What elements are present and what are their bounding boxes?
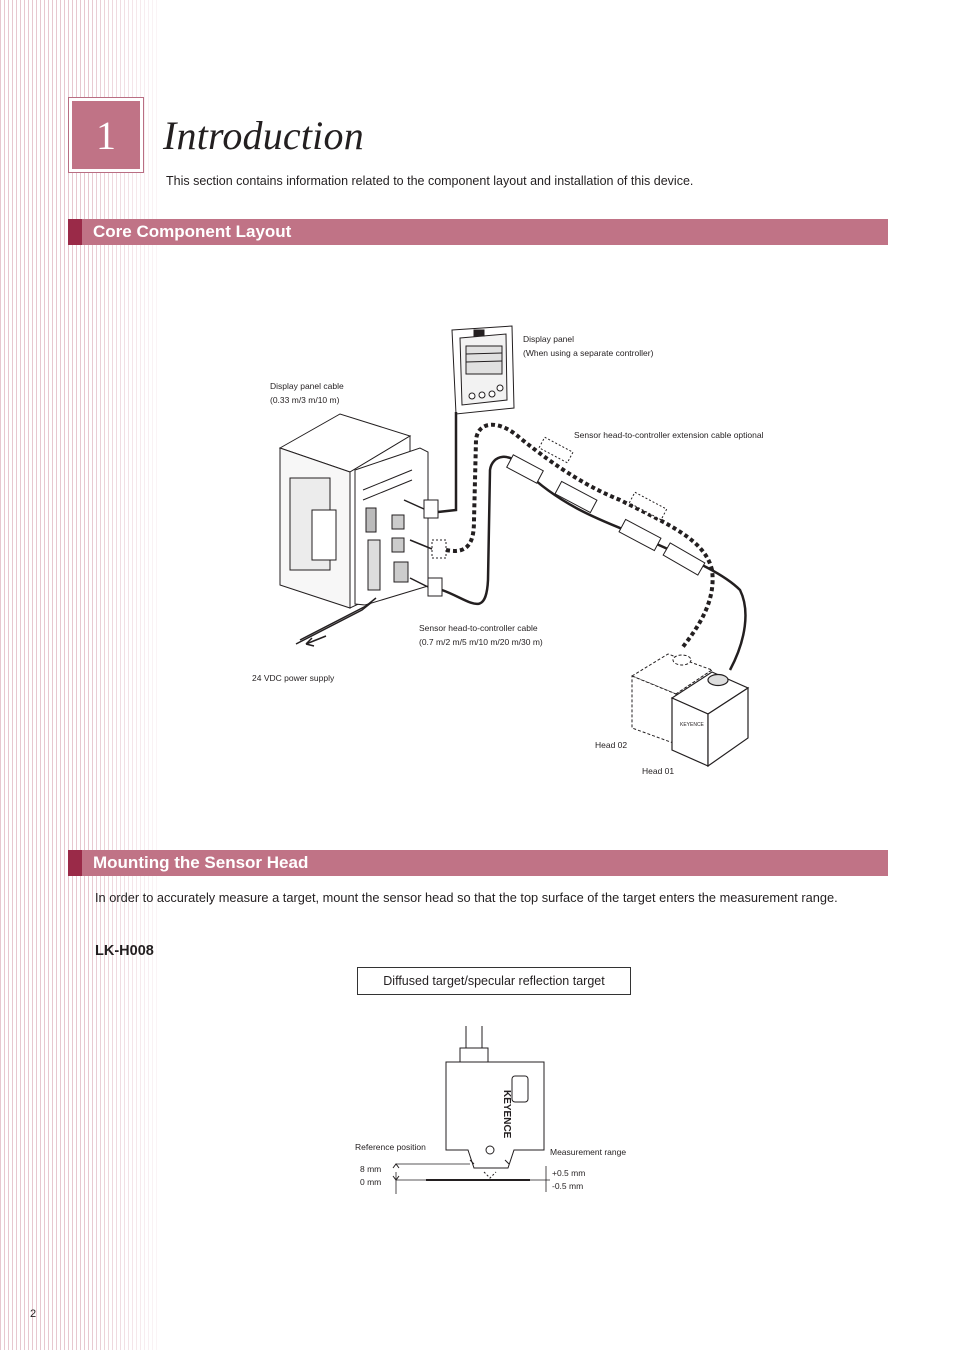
intro-text: This section contains information relate… [166, 174, 694, 188]
section-header-mounting-sensor-head: Mounting the Sensor Head [68, 850, 888, 876]
label-range-minus: -0.5 mm [552, 1181, 583, 1191]
label-head-cable: Sensor head-to-controller cable [419, 623, 538, 633]
label-range-plus: +0.5 mm [552, 1168, 585, 1178]
chapter-title: Introduction [163, 113, 364, 158]
sensor-head-to-controller-cable [441, 455, 747, 671]
label-extension-cable: Sensor head-to-controller extension cabl… [574, 430, 764, 440]
label-reference-position: Reference position [355, 1142, 426, 1152]
display-panel-illustration [451, 325, 515, 415]
label-head-cable-lengths: (0.7 m/2 m/5 m/10 m/20 m/30 m) [419, 637, 543, 647]
mounting-text: In order to accurately measure a target,… [95, 890, 838, 905]
chapter-number: 1 [72, 101, 140, 169]
target-type-box: Diffused target/specular reflection targ… [357, 967, 631, 995]
power-arrow [305, 635, 327, 647]
page-number: 2 [30, 1308, 37, 1320]
model-name: LK-H008 [95, 943, 154, 959]
label-display-panel-note: (When using a separate controller) [523, 348, 654, 358]
chapter-number-box: 1 [68, 97, 144, 173]
label-display-panel: Display panel [523, 334, 574, 344]
svg-text:KEYENCE: KEYENCE [680, 722, 705, 728]
inline-connectors [506, 436, 706, 576]
brand-logo-text: KEYENCE [501, 1090, 512, 1139]
cable-connectors [403, 499, 447, 597]
extension-cable-optional [445, 422, 715, 650]
label-head-01: Head 01 [642, 766, 674, 776]
controller-illustration [278, 413, 429, 609]
label-0mm: 0 mm [360, 1177, 381, 1187]
label-8mm: 8 mm [360, 1164, 381, 1174]
label-head-02: Head 02 [595, 740, 627, 750]
label-display-panel-cable-lengths: (0.33 m/3 m/10 m) [270, 395, 340, 405]
section-header-core-component-layout: Core Component Layout [68, 219, 888, 245]
label-power-supply: 24 VDC power supply [252, 673, 335, 683]
sensor-head-01-illustration: KEYENCE [670, 671, 750, 768]
label-measurement-range: Measurement range [550, 1147, 626, 1157]
label-display-panel-cable: Display panel cable [270, 381, 344, 391]
display-panel-cable [437, 412, 458, 514]
sensor-head-front [445, 1061, 545, 1169]
